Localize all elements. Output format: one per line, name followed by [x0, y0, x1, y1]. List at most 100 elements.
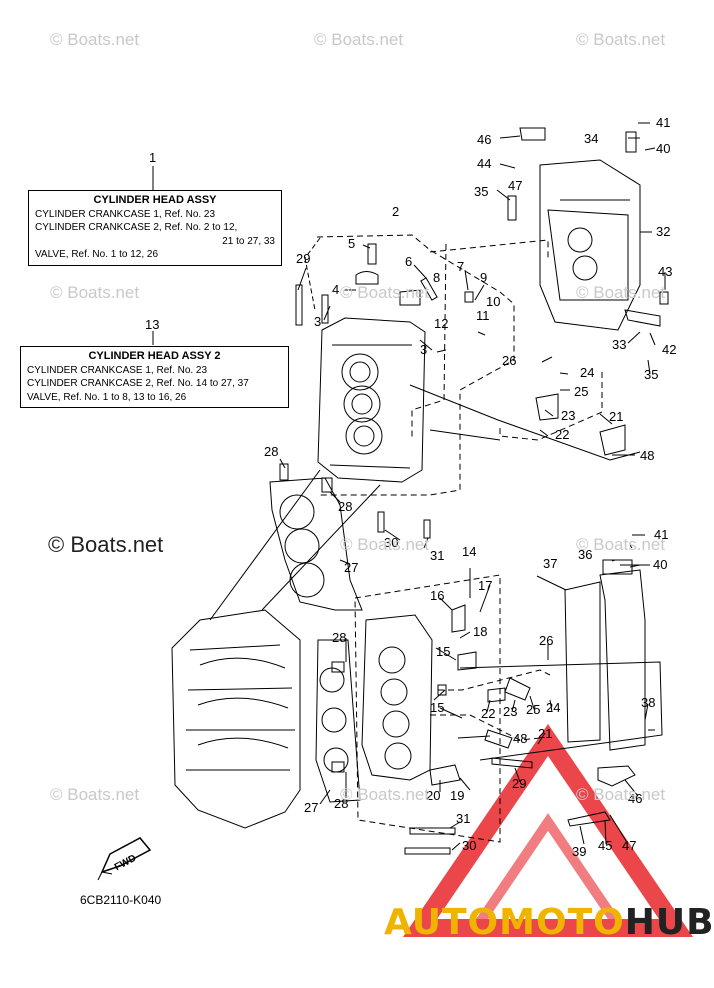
callout-26b: 26	[539, 633, 553, 648]
callout-46b: 46	[628, 791, 642, 806]
callout-37: 37	[543, 556, 557, 571]
assembly-box-1-line: 21 to 27, 33	[222, 235, 275, 247]
callout-19: 19	[450, 788, 464, 803]
callout-28b: 28	[338, 499, 352, 514]
callout-38: 38	[641, 695, 655, 710]
callout-22b: 22	[481, 706, 495, 721]
diagram-code: 6CB2110-K040	[80, 893, 162, 907]
callout-27a: 27	[344, 560, 358, 575]
callout-16: 16	[430, 588, 444, 603]
brand-logo-triangle	[402, 724, 694, 937]
callout-44: 44	[477, 156, 491, 171]
assembly-box-2-line: CYLINDER CRANKCASE 1, Ref. No. 23	[27, 364, 208, 376]
fwd-arrow-icon	[97, 837, 152, 881]
callout-15a: 15	[436, 644, 450, 659]
callout-3a: 3	[314, 314, 321, 329]
brand-part1: AUTOMOTO	[384, 902, 625, 943]
watermark: © Boats.net	[340, 785, 430, 804]
callout-28c: 28	[332, 630, 346, 645]
callout-47b: 47	[622, 838, 636, 853]
callout-17: 17	[478, 578, 492, 593]
small-parts	[279, 127, 669, 855]
watermark: © Boats.net	[50, 283, 140, 302]
callout-39: 39	[572, 844, 586, 859]
callout-48a: 48	[640, 448, 654, 463]
cylinder-head-lower	[361, 614, 433, 781]
callout-29b: 29	[512, 776, 526, 791]
head-gasket-lower	[315, 639, 361, 803]
callout-46a: 46	[477, 132, 491, 147]
callout-31b: 31	[456, 811, 470, 826]
callout-11: 11	[476, 308, 490, 323]
watermark: © Boats.net	[50, 785, 140, 804]
callout-42: 42	[662, 342, 676, 357]
brand-part2: HUB	[624, 902, 714, 943]
callout-32: 32	[656, 224, 670, 239]
assembly-box-2-title: CYLINDER HEAD ASSY 2	[88, 350, 221, 362]
assembly-box-1: CYLINDER HEAD ASSY CYLINDER CRANKCASE 1,…	[28, 190, 282, 266]
watermark: © Boats.net	[50, 30, 140, 49]
watermark: © Boats.net	[314, 30, 404, 49]
callout-12: 12	[434, 316, 448, 331]
callout-23a: 23	[561, 408, 575, 423]
callout-41a: 41	[656, 115, 670, 130]
callout-20: 20	[426, 788, 440, 803]
callout-6: 6	[405, 254, 412, 269]
callout-28d: 28	[334, 796, 348, 811]
callout-30a: 30	[384, 535, 398, 550]
callout-15b: 15	[430, 700, 444, 715]
callout-28a: 28	[264, 444, 278, 459]
callout-25b: 25	[526, 702, 540, 717]
callout-43: 43	[658, 264, 672, 279]
callout-48b: 48	[513, 731, 527, 746]
callout-21a: 21	[609, 409, 623, 424]
callout-36: 36	[578, 547, 592, 562]
callout-31a: 31	[430, 548, 444, 563]
callout-34: 34	[584, 131, 598, 146]
assembly-box-2: CYLINDER HEAD ASSY 2 CYLINDER CRANKCASE …	[20, 346, 289, 408]
callout-9: 9	[480, 270, 487, 285]
callout-1: 1	[149, 150, 156, 165]
assembly-box-1-line: CYLINDER CRANKCASE 1, Ref. No. 23	[35, 208, 216, 220]
leader-lines	[152, 122, 666, 851]
assembly-box-1-title: CYLINDER HEAD ASSY	[93, 194, 217, 206]
callout-21b: 21	[538, 726, 552, 741]
callout-7: 7	[457, 259, 464, 274]
callout-26a: 26	[502, 353, 516, 368]
callout-24b: 24	[546, 700, 560, 715]
callout-2: 2	[392, 204, 399, 219]
callout-13: 13	[145, 317, 160, 332]
callout-3b: 3	[420, 342, 427, 357]
exhaust-cover-upper	[539, 159, 641, 331]
exhaust-cover-lower	[564, 569, 646, 751]
callout-5: 5	[348, 236, 355, 251]
assembly-box-2-line: CYLINDER CRANKCASE 2, Ref. No. 14 to 27,…	[27, 378, 249, 389]
watermark: © Boats.net	[576, 283, 666, 302]
callout-40a: 40	[656, 141, 670, 156]
callout-25a: 25	[574, 384, 588, 399]
callout-41b: 41	[654, 527, 668, 542]
callout-35a: 35	[474, 184, 488, 199]
callout-35b: 35	[644, 367, 658, 382]
callout-33: 33	[612, 337, 626, 352]
callout-18: 18	[473, 624, 487, 639]
watermark: © Boats.net	[576, 535, 666, 554]
assembly-box-1-line: CYLINDER CRANKCASE 2, Ref. No. 2 to 12,	[35, 222, 238, 233]
assembly-box-2-line: VALVE, Ref. No. 1 to 8, 13 to 16, 26	[27, 391, 187, 403]
callout-45: 45	[598, 838, 612, 853]
callout-29a: 29	[296, 251, 310, 266]
callout-24a: 24	[580, 365, 594, 380]
watermark-main: © Boats.net	[48, 532, 164, 557]
callout-23b: 23	[503, 704, 517, 719]
assembly-box-1-line: VALVE, Ref. No. 1 to 12, 26	[35, 249, 159, 260]
watermark: © Boats.net	[576, 30, 666, 49]
callout-40b: 40	[653, 557, 667, 572]
brand-logo-text: AUTOMOTOHUB	[384, 902, 714, 943]
callout-22a: 22	[555, 427, 569, 442]
watermark: © Boats.net	[340, 535, 430, 554]
callout-47a: 47	[508, 178, 522, 193]
callout-8: 8	[433, 270, 440, 285]
cylinder-head-upper	[317, 317, 426, 483]
callout-14: 14	[462, 544, 476, 559]
callout-4: 4	[332, 282, 339, 297]
